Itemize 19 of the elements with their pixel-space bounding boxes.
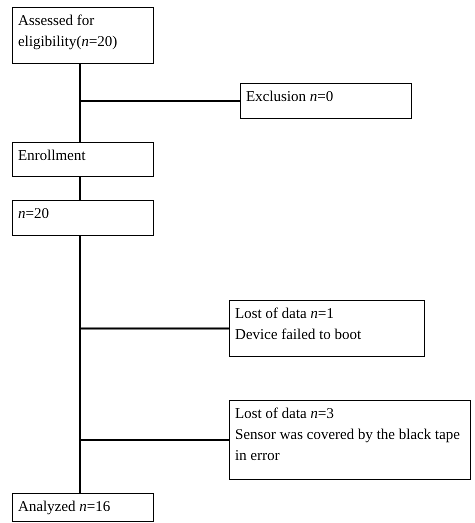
box-text: Lost of data n=3: [235, 405, 335, 424]
process-box: [229, 300, 425, 357]
box-text: Exclusion n=0: [246, 88, 334, 107]
box-text: Device failed to boot: [235, 326, 362, 345]
box-text: Enrollment: [18, 147, 86, 166]
process-box: [12, 7, 154, 64]
box-text: Sensor was covered by the black tape in error: [235, 426, 461, 466]
connector-line: [79, 236, 229, 441]
box-text: Analyzed n=16: [18, 498, 112, 517]
box-text: n=20: [18, 205, 50, 224]
process-box: [12, 200, 154, 236]
connector-line: [79, 64, 240, 102]
box-text: Lost of data n=1: [235, 305, 335, 324]
process-box: [12, 493, 154, 522]
box-text: Assessed for eligibility(n=20): [18, 12, 118, 52]
connector-line: [79, 177, 81, 200]
process-box: [12, 142, 154, 177]
process-box: [229, 400, 471, 480]
process-box: [240, 83, 412, 119]
